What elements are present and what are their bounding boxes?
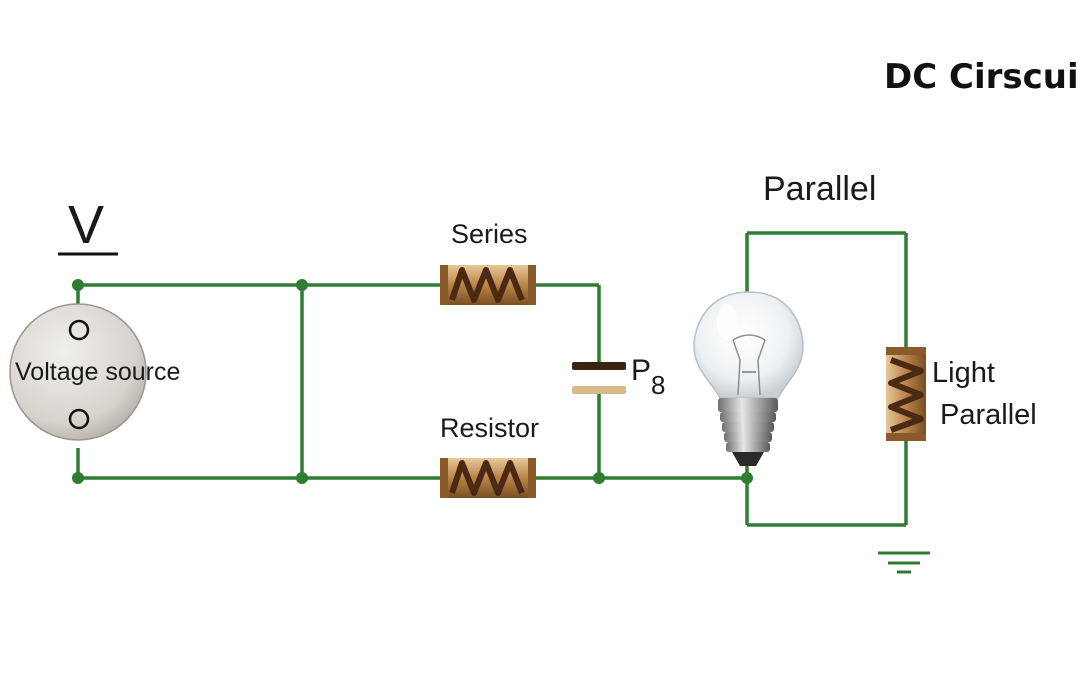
resistor-icon	[440, 458, 536, 498]
diagram-title: DC Cirscui	[884, 57, 1079, 97]
ground-icon	[878, 551, 930, 574]
capacitor-label: P	[631, 354, 651, 387]
capacitor-subscript: 8	[651, 370, 665, 400]
light-label: Light	[932, 357, 995, 389]
light-resistor-icon	[886, 347, 926, 441]
voltage-source-icon	[9, 303, 147, 441]
resistor-label: Resistor	[440, 413, 539, 443]
light-parallel-label: Parallel	[940, 399, 1037, 431]
parallel-label: Parallel	[763, 170, 876, 208]
voltage-symbol: V	[58, 195, 118, 256]
series-label: Series	[451, 219, 528, 249]
series-resistor-icon	[440, 265, 536, 305]
voltage-source-label: Voltage source	[15, 358, 180, 386]
voltage-symbol-label: V	[68, 195, 104, 255]
junction-nodes	[72, 279, 753, 484]
light-bulb-icon	[693, 291, 804, 466]
wires	[76, 231, 908, 527]
capacitor-icon	[572, 362, 626, 394]
